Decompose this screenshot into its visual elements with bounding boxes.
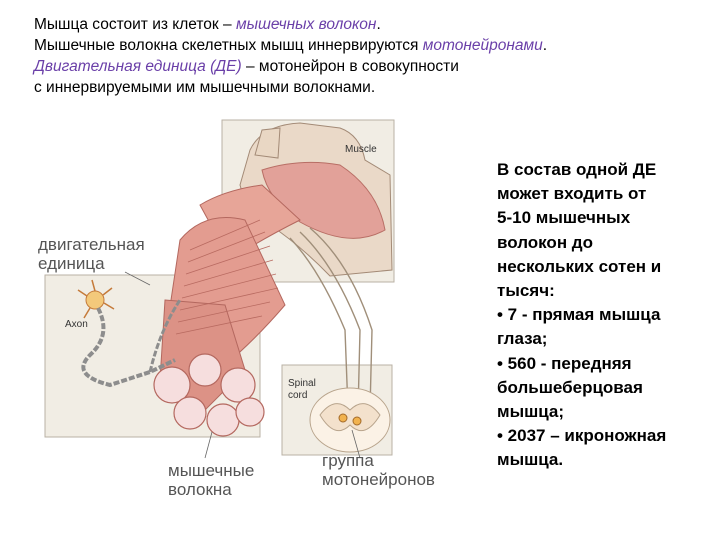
fiber-striations xyxy=(175,219,279,335)
sidebar-line: мышца; xyxy=(497,402,565,422)
hand-shape xyxy=(254,127,281,159)
term-motor-unit: Двигательная единица (ДЕ) xyxy=(34,58,242,75)
label-muscle: Muscle xyxy=(345,144,377,155)
spinal-cord xyxy=(309,387,391,453)
intro-line-3: Двигательная единица (ДЕ) – мотонейрон в… xyxy=(34,58,459,75)
label-spinal-1: Spinal xyxy=(288,378,316,389)
intro-line-4: с иннервируемыми им мышечными волокнами. xyxy=(34,79,376,96)
fiber-cross-sections xyxy=(153,353,265,437)
axon-branch xyxy=(148,299,182,373)
term-motoneurons: мотонейронами xyxy=(422,37,543,54)
sidebar-line: • 7 - прямая мышца xyxy=(497,305,661,325)
label-axon: Axon xyxy=(65,319,88,330)
nerve-fibers xyxy=(289,227,373,413)
leader-lines xyxy=(124,271,361,459)
sidebar-line: тысяч: xyxy=(497,281,555,301)
sidebar-line: • 2037 – икроножная xyxy=(497,426,667,446)
sidebar-line: большеберцовая xyxy=(497,377,643,397)
intro-line-1: Мышца состоит из клеток – мышечных волок… xyxy=(34,16,381,33)
sidebar-line: • 560 - передняя xyxy=(497,353,632,373)
sidebar-line: 5-10 мышечных xyxy=(497,208,631,228)
sidebar-line: нескольких сотен и xyxy=(497,256,662,276)
motoneuron-body xyxy=(77,279,115,319)
label-spinal-2: cord xyxy=(288,390,307,401)
intro-text: Мышца состоит из клеток – мышечных волок… xyxy=(34,14,704,98)
intro-line-2: Мышечные волокна скелетных мышц иннервир… xyxy=(34,37,548,54)
axon-path xyxy=(81,307,176,388)
label-motor-unit-1: двигательная xyxy=(38,235,145,254)
sidebar-text: В состав одной ДЕ может входить от 5-10 … xyxy=(497,158,712,473)
sidebar-line: волокон до xyxy=(497,232,593,252)
sidebar-line: В состав одной ДЕ xyxy=(497,160,657,179)
sidebar-line: глаза; xyxy=(497,329,548,349)
label-fibers-1: мышечные xyxy=(168,461,254,480)
sidebar-line: может входить от xyxy=(497,184,647,204)
label-fibers-2: волокна xyxy=(168,480,232,499)
term-muscle-fibers: мышечных волокон xyxy=(235,16,377,33)
sidebar-line: мышца. xyxy=(497,450,564,470)
label-group-2: мотонейронов xyxy=(322,470,435,489)
label-motor-unit-2: единица xyxy=(38,254,105,273)
label-group-1: группа xyxy=(322,451,374,470)
